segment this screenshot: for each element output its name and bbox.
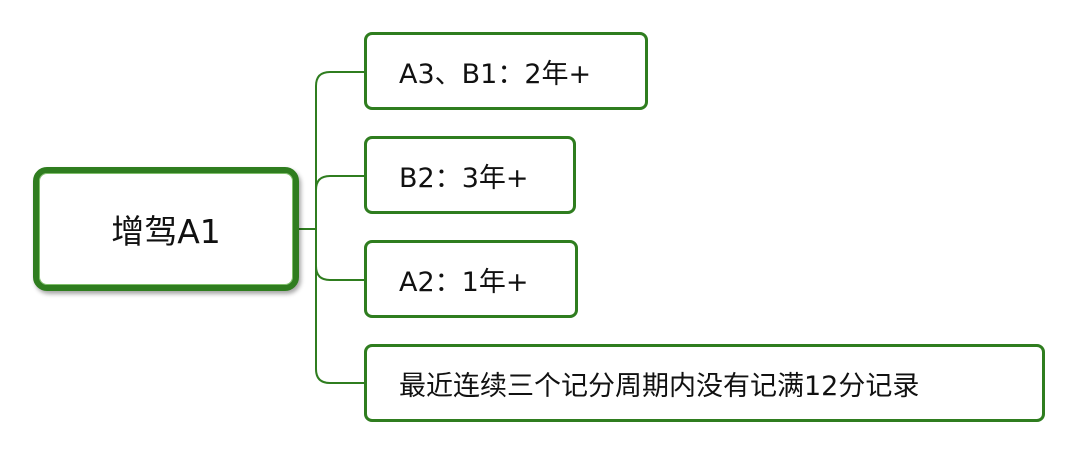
child-node-label: A2：1年+ xyxy=(399,266,529,298)
child-node-b2: B2：3年+ xyxy=(364,136,576,214)
connector-trunk xyxy=(315,71,364,384)
child-node-label: A3、B1：2年+ xyxy=(399,58,592,90)
child-node-record-condition: 最近连续三个记分周期内没有记满12分记录 xyxy=(364,344,1045,422)
child-node-a3-b1: A3、B1：2年+ xyxy=(364,32,648,110)
root-node-label: 增驾A1 xyxy=(111,212,221,251)
child-node-label: B2：3年+ xyxy=(399,162,529,194)
root-node: 增驾A1 xyxy=(33,167,299,291)
connector-branch-2 xyxy=(315,175,364,191)
connector-branch-3 xyxy=(315,265,364,281)
child-node-label: 最近连续三个记分周期内没有记满12分记录 xyxy=(399,370,920,402)
child-node-a2: A2：1年+ xyxy=(364,240,578,318)
